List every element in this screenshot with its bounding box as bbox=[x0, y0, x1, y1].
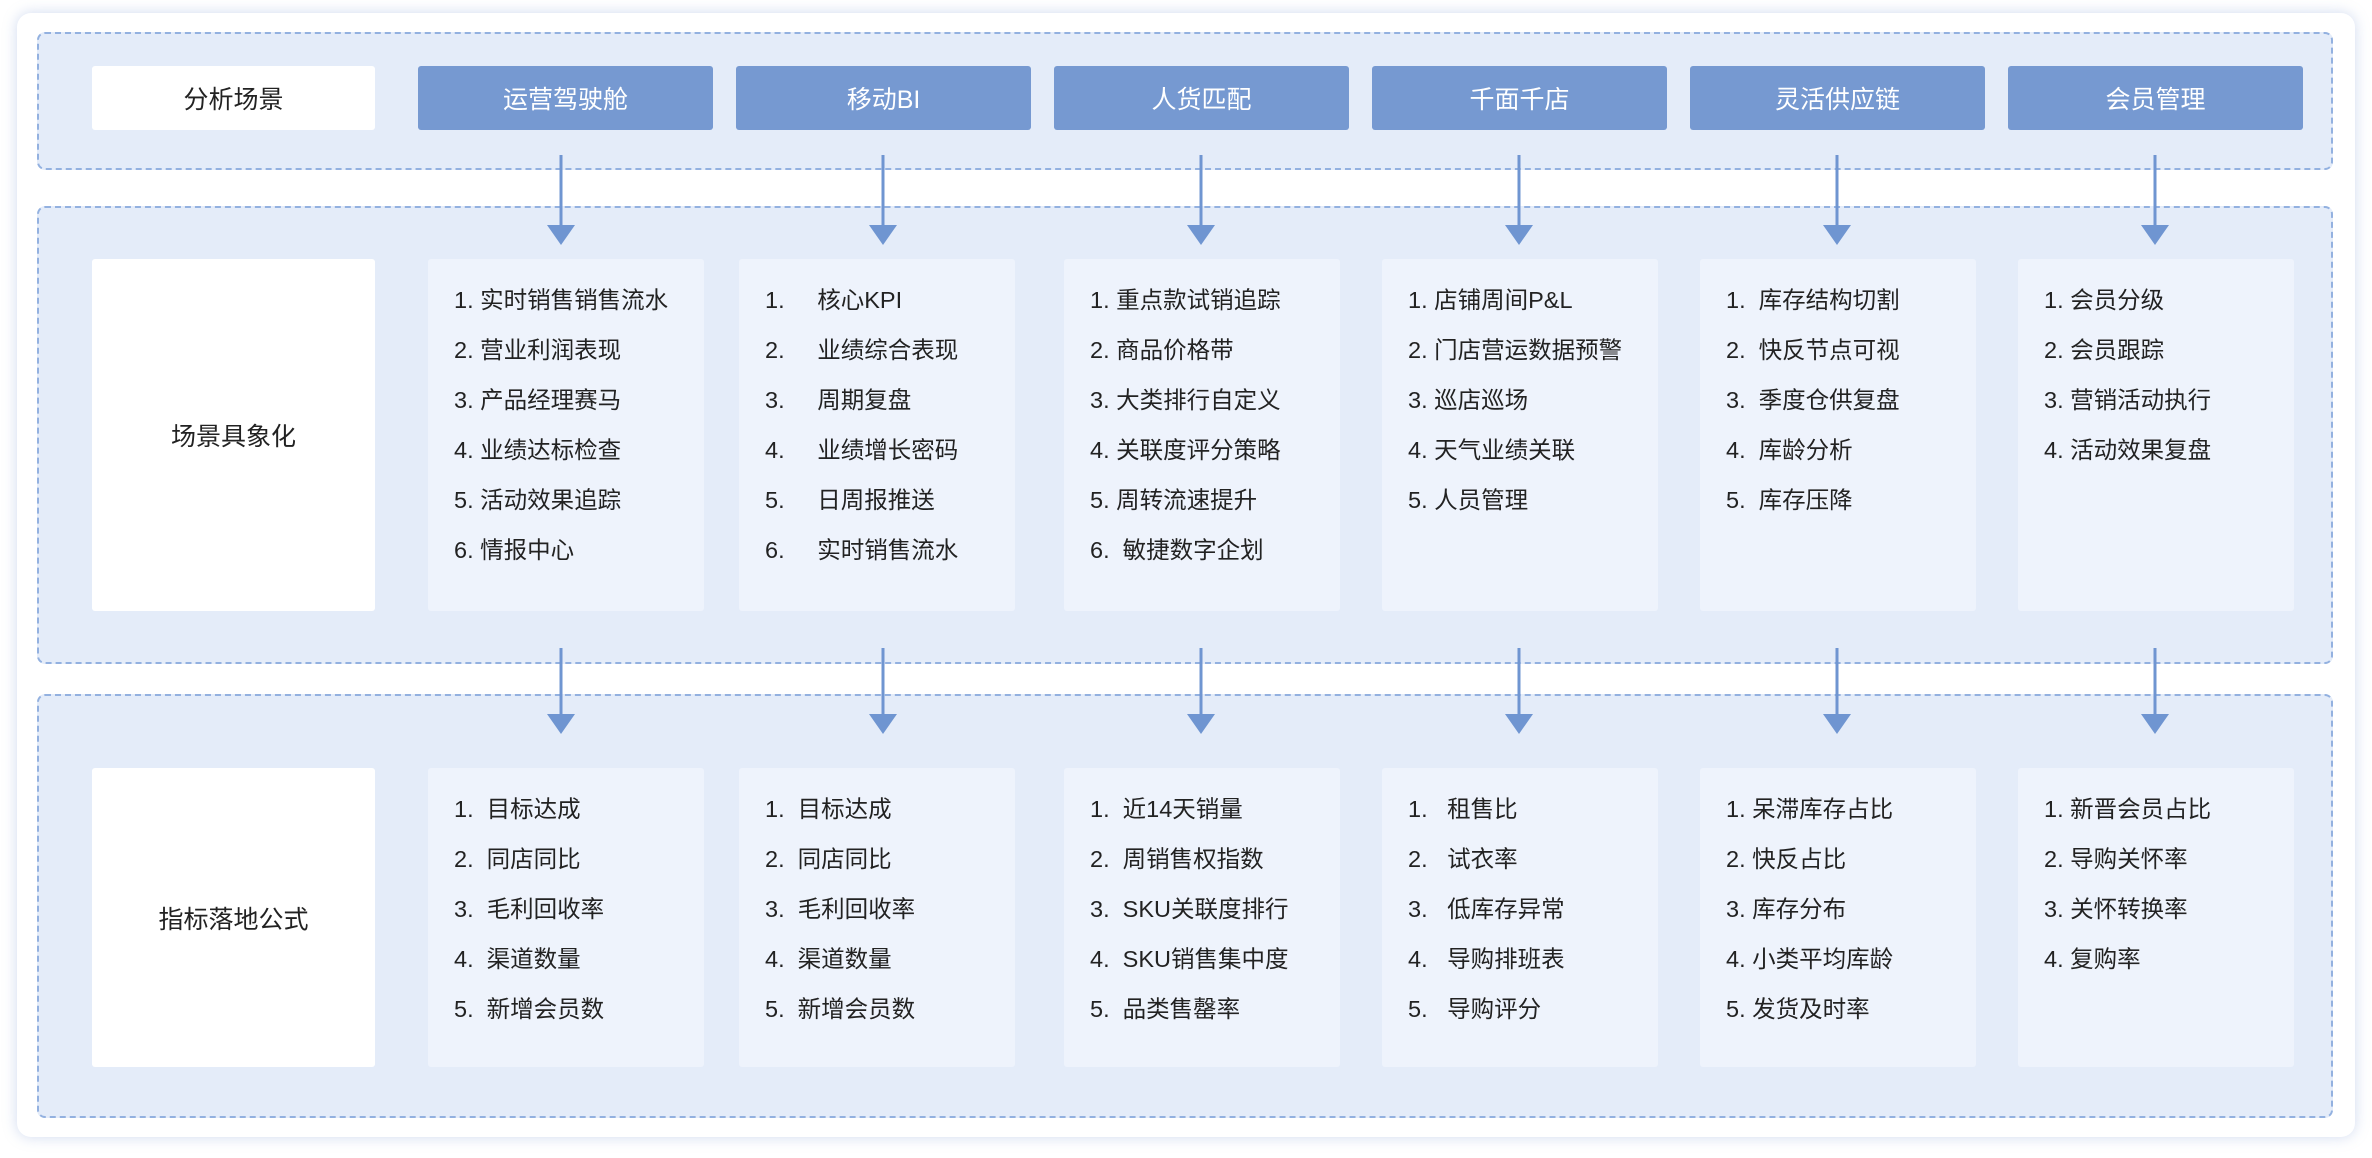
down-arrow-icon bbox=[1501, 648, 1537, 734]
concrete-card: 1. 店铺周间P&L 2. 门店营运数据预警 3. 巡店巡场 4. 天气业绩关联 5. … bbox=[1382, 259, 1658, 611]
list-item: 1. 店铺周间P&L bbox=[1408, 287, 1573, 313]
concrete-card: 1. 重点款试销追踪 2. 商品价格带 3. 大类排行自定义 4. 关联度评分策略 5.… bbox=[1064, 259, 1340, 611]
list-item: 5. 周转流速提升 bbox=[1090, 487, 1258, 513]
list-item: 5. 品类售罄率 bbox=[1090, 996, 1241, 1022]
list-item: 4. 活动效果复盘 bbox=[2044, 437, 2212, 463]
list-item: 1. 近14天销量 bbox=[1090, 796, 1243, 822]
list-item: 3. 周期复盘 bbox=[765, 387, 912, 413]
list-item: 1. 会员分级 bbox=[2044, 287, 2165, 313]
list-item: 5. 新增会员数 bbox=[454, 996, 605, 1022]
list-item: 1. 呆滞库存占比 bbox=[1726, 796, 1894, 822]
list-item: 3. 关怀转换率 bbox=[2044, 896, 2188, 922]
scene-header: 灵活供应链 bbox=[1690, 66, 1985, 130]
list-item: 1. 核心KPI bbox=[765, 287, 903, 313]
list-item: 2. 会员跟踪 bbox=[2044, 337, 2165, 363]
list-item: 1. 库存结构切割 bbox=[1726, 287, 1900, 313]
list-item: 2. 快反占比 bbox=[1726, 846, 1847, 872]
list-item: 5. 发货及时率 bbox=[1726, 996, 1870, 1022]
down-arrow-icon bbox=[2137, 648, 2173, 734]
list-item: 6. 敏捷数字企划 bbox=[1090, 537, 1264, 563]
list-item: 3. 巡店巡场 bbox=[1408, 387, 1529, 413]
list-item: 4. 业绩达标检查 bbox=[454, 437, 622, 463]
formula-card: 1. 呆滞库存占比 2. 快反占比 3. 库存分布 4. 小类平均库龄 5. 发货及时率 bbox=[1700, 768, 1976, 1067]
list-item: 2. 试衣率 bbox=[1408, 846, 1518, 872]
list-item: 2. 快反节点可视 bbox=[1726, 337, 1900, 363]
list-item: 5. 导购评分 bbox=[1408, 996, 1542, 1022]
formula-card: 1. 租售比 2. 试衣率 3. 低库存异常 4. 导购排班表 5. 导购评分 bbox=[1382, 768, 1658, 1067]
list-item: 2. 业绩综合表现 bbox=[765, 337, 959, 363]
list-item: 3. 毛利回收率 bbox=[765, 896, 916, 922]
list-item: 1. 目标达成 bbox=[765, 796, 892, 822]
list-item: 2. 门店营运数据预警 bbox=[1408, 337, 1623, 363]
list-item: 2. 同店同比 bbox=[765, 846, 892, 872]
list-item: 5. 活动效果追踪 bbox=[454, 487, 622, 513]
list-item: 3. 季度仓供复盘 bbox=[1726, 387, 1900, 413]
list-item: 6. 实时销售流水 bbox=[765, 537, 959, 563]
list-item: 4. 渠道数量 bbox=[454, 946, 581, 972]
list-item: 4. 业绩增长密码 bbox=[765, 437, 959, 463]
scene-header: 移动BI bbox=[736, 66, 1031, 130]
row-label-formula: 指标落地公式 bbox=[92, 768, 375, 1067]
list-item: 5. 人员管理 bbox=[1408, 487, 1529, 513]
list-item: 5. 日周报推送 bbox=[765, 487, 935, 513]
concrete-card: 1. 库存结构切割 2. 快反节点可视 3. 季度仓供复盘 4. 库龄分析 5. 库存压… bbox=[1700, 259, 1976, 611]
formula-card: 1. 目标达成 2. 同店同比 3. 毛利回收率 4. 渠道数量 5. 新增会员数 bbox=[428, 768, 704, 1067]
row-label-scene: 分析场景 bbox=[92, 66, 375, 130]
down-arrow-icon bbox=[865, 155, 901, 245]
formula-card: 1. 近14天销量 2. 周销售权指数 3. SKU关联度排行 4. SKU销售集中度… bbox=[1064, 768, 1340, 1067]
scene-header: 会员管理 bbox=[2008, 66, 2303, 130]
down-arrow-icon bbox=[1819, 155, 1855, 245]
list-item: 1. 实时销售销售流水 bbox=[454, 287, 669, 313]
list-item: 5. 新增会员数 bbox=[765, 996, 916, 1022]
list-item: 3. 产品经理赛马 bbox=[454, 387, 622, 413]
list-item: 4. SKU销售集中度 bbox=[1090, 946, 1289, 972]
list-item: 3. 毛利回收率 bbox=[454, 896, 605, 922]
list-item: 3. 大类排行自定义 bbox=[1090, 387, 1281, 413]
list-item: 3. 低库存异常 bbox=[1408, 896, 1565, 922]
list-item: 2. 导购关怀率 bbox=[2044, 846, 2188, 872]
concrete-card: 1. 会员分级 2. 会员跟踪 3. 营销活动执行 4. 活动效果复盘 bbox=[2018, 259, 2294, 611]
scene-header: 运营驾驶舱 bbox=[418, 66, 713, 130]
list-item: 3. SKU关联度排行 bbox=[1090, 896, 1289, 922]
down-arrow-icon bbox=[1501, 155, 1537, 245]
list-item: 4. 天气业绩关联 bbox=[1408, 437, 1576, 463]
list-item: 1. 重点款试销追踪 bbox=[1090, 287, 1281, 313]
down-arrow-icon bbox=[2137, 155, 2173, 245]
list-item: 2. 周销售权指数 bbox=[1090, 846, 1264, 872]
concrete-card: 1. 核心KPI 2. 业绩综合表现 3. 周期复盘 4. 业绩增长密码 5. 日周报推… bbox=[739, 259, 1015, 611]
list-item: 4. 库龄分析 bbox=[1726, 437, 1853, 463]
concrete-card: 1. 实时销售销售流水 2. 营业利润表现 3. 产品经理赛马 4. 业绩达标检查 5.… bbox=[428, 259, 704, 611]
list-item: 3. 库存分布 bbox=[1726, 896, 1847, 922]
list-item: 3. 营销活动执行 bbox=[2044, 387, 2212, 413]
list-item: 2. 营业利润表现 bbox=[454, 337, 622, 363]
down-arrow-icon bbox=[1183, 155, 1219, 245]
down-arrow-icon bbox=[543, 648, 579, 734]
formula-card: 1. 新晋会员占比 2. 导购关怀率 3. 关怀转换率 4. 复购率 bbox=[2018, 768, 2294, 1067]
list-item: 4. 渠道数量 bbox=[765, 946, 892, 972]
scene-header: 千面千店 bbox=[1372, 66, 1667, 130]
list-item: 4. 导购排班表 bbox=[1408, 946, 1565, 972]
list-item: 4. 关联度评分策略 bbox=[1090, 437, 1281, 463]
list-item: 4. 复购率 bbox=[2044, 946, 2141, 972]
list-item: 4. 小类平均库龄 bbox=[1726, 946, 1894, 972]
list-item: 5. 库存压降 bbox=[1726, 487, 1853, 513]
down-arrow-icon bbox=[1819, 648, 1855, 734]
list-item: 2. 商品价格带 bbox=[1090, 337, 1234, 363]
formula-card: 1. 目标达成 2. 同店同比 3. 毛利回收率 4. 渠道数量 5. 新增会员数 bbox=[739, 768, 1015, 1067]
list-item: 6. 情报中心 bbox=[454, 537, 575, 563]
list-item: 1. 目标达成 bbox=[454, 796, 581, 822]
list-item: 2. 同店同比 bbox=[454, 846, 581, 872]
row-label-concrete: 场景具象化 bbox=[92, 259, 375, 611]
scene-header: 人货匹配 bbox=[1054, 66, 1349, 130]
down-arrow-icon bbox=[543, 155, 579, 245]
list-item: 1. 新晋会员占比 bbox=[2044, 796, 2212, 822]
list-item: 1. 租售比 bbox=[1408, 796, 1518, 822]
down-arrow-icon bbox=[1183, 648, 1219, 734]
down-arrow-icon bbox=[865, 648, 901, 734]
